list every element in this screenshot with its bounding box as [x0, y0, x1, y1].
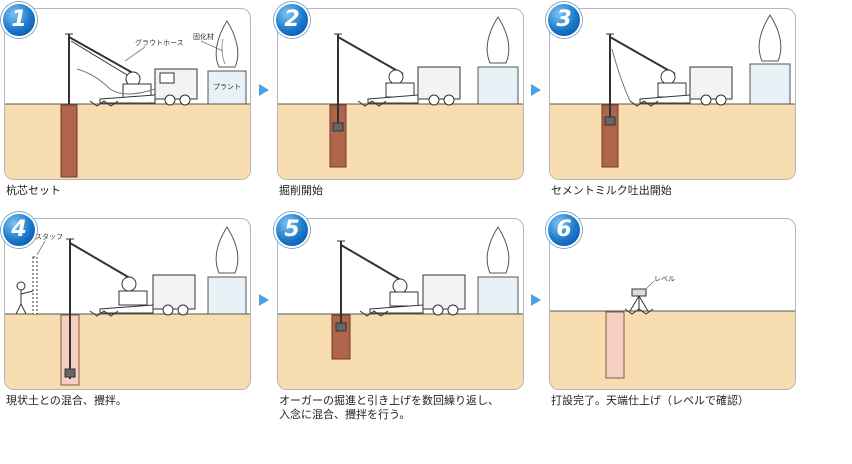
plant-unit [207, 20, 247, 105]
step-number-badge: 5 [274, 212, 310, 248]
step-caption: 杭芯セット [6, 184, 61, 197]
step-panel [277, 218, 524, 390]
solidifier-label: 固化材 [193, 32, 214, 41]
step-panel: レベル [549, 218, 796, 390]
step-number-badge: 2 [274, 2, 310, 38]
level-label: レベル [654, 275, 675, 283]
step-caption: 現状土との混合、攪拌。 [6, 394, 127, 407]
step-4-illustration: スタッフ [5, 226, 250, 389]
level-instrument [624, 288, 654, 315]
plant-unit [477, 226, 519, 315]
mixer-rig [335, 240, 466, 332]
mixer-rig [64, 238, 196, 379]
step-caption: オーガーの掘進と引き上げを数回繰り返し、 入念に混合、攪拌を行う。 [279, 394, 499, 421]
mixer-rig [604, 33, 733, 126]
step-number-badge: 1 [1, 2, 37, 38]
step-number-badge: 4 [1, 212, 37, 248]
step-caption: セメントミルク吐出開始 [551, 184, 672, 197]
step-panel [277, 8, 524, 180]
step-number-badge: 6 [546, 212, 582, 248]
mixer-rig [332, 33, 461, 132]
mixer-rig [65, 33, 198, 107]
step-panel: スタッフ [4, 218, 251, 390]
step-2-illustration [278, 16, 523, 179]
plant-label: プラント [213, 83, 241, 91]
next-step-arrow [259, 84, 269, 96]
next-step-arrow [531, 294, 541, 306]
step-3-illustration [550, 14, 795, 179]
staff-rod [32, 256, 38, 315]
finished-column [605, 311, 625, 379]
step-panel: グラウトホース 固化材 プラント [4, 8, 251, 180]
step-caption: 打設完了。天端仕上げ（レベルで確認） [551, 394, 749, 407]
next-step-arrow [531, 84, 541, 96]
soil-column [60, 104, 78, 178]
plant-unit [207, 226, 247, 315]
staff-label: スタッフ [35, 232, 63, 241]
plant-unit [477, 16, 519, 105]
grout-hose-label: グラウトホース [135, 38, 184, 47]
surveyor-figure [15, 281, 34, 315]
next-step-arrow [259, 294, 269, 306]
step-5-illustration [278, 226, 523, 389]
step-number-badge: 3 [546, 2, 582, 38]
step-panel [549, 8, 796, 180]
step-caption: 掘削開始 [279, 184, 323, 197]
step-1-illustration: グラウトホース 固化材 プラント [5, 20, 250, 179]
plant-unit [749, 14, 791, 105]
step-6-illustration: レベル [550, 275, 795, 389]
